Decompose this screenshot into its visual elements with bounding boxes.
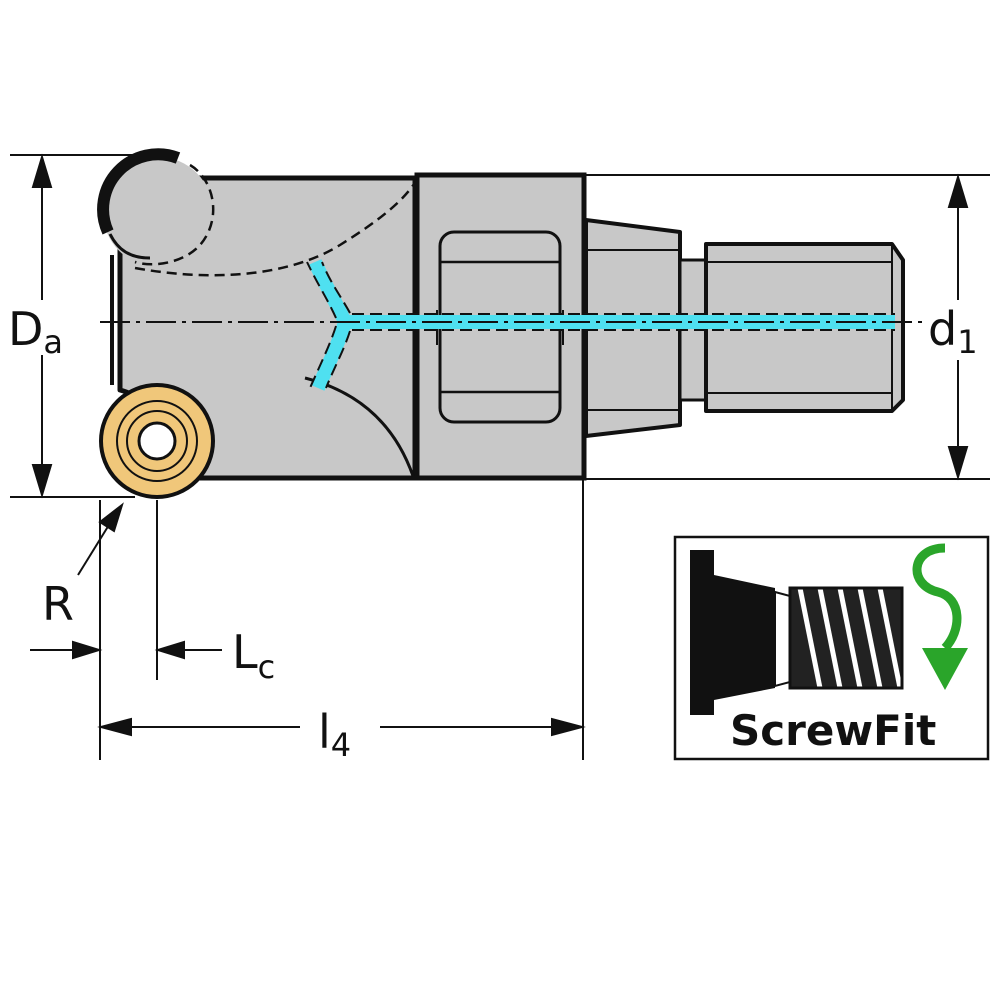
lc-arrow <box>154 640 222 660</box>
d1-dimension-line <box>947 173 969 481</box>
extension-lines <box>10 154 990 760</box>
r-label: R <box>42 577 74 631</box>
d1-label: d1 <box>928 302 978 361</box>
screwfit-icon <box>690 550 904 715</box>
r-leader-arrow <box>30 502 124 660</box>
lc-label: Lc <box>232 625 275 686</box>
l4-dimension-line <box>97 717 586 737</box>
screwfit-label: ScrewFit <box>730 706 936 755</box>
screwfit-badge: ScrewFit <box>673 535 990 761</box>
rotation-arrow-icon <box>912 543 968 690</box>
l4-label: l4 <box>318 705 351 764</box>
hidden-pocket-line <box>134 177 420 277</box>
da-dimension-line <box>31 153 53 499</box>
bottom-insert <box>99 383 215 499</box>
da-label: Da <box>8 302 63 361</box>
top-insert <box>97 148 215 267</box>
